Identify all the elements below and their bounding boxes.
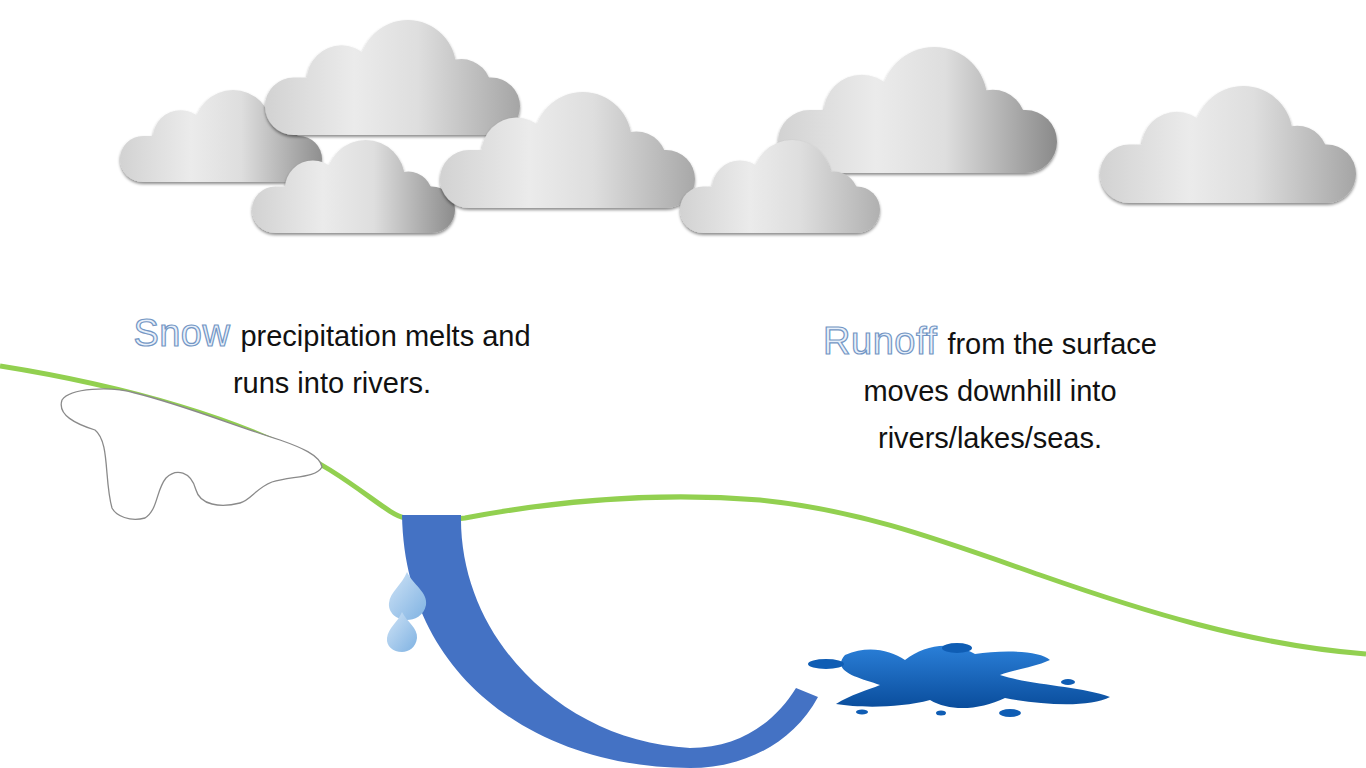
cloud — [252, 140, 455, 233]
water-splash — [808, 643, 1110, 717]
water-drop — [387, 612, 417, 652]
key-term: Runoff — [823, 320, 937, 362]
river — [402, 515, 818, 768]
caption-block: Snowprecipitation melts and runs into ri… — [122, 312, 542, 409]
cloud — [440, 92, 695, 208]
ground-line — [0, 366, 1366, 654]
cloud-group — [120, 20, 1356, 233]
description-text: precipitation melts and runs into rivers… — [233, 320, 531, 399]
caption-block: Runofffrom the surface moves downhill in… — [785, 320, 1195, 464]
key-term: Snow — [133, 312, 230, 354]
water-drop — [389, 572, 426, 620]
cloud — [1100, 86, 1356, 203]
cloud — [680, 140, 880, 233]
cloud — [265, 20, 520, 135]
snow-patch — [61, 389, 322, 519]
